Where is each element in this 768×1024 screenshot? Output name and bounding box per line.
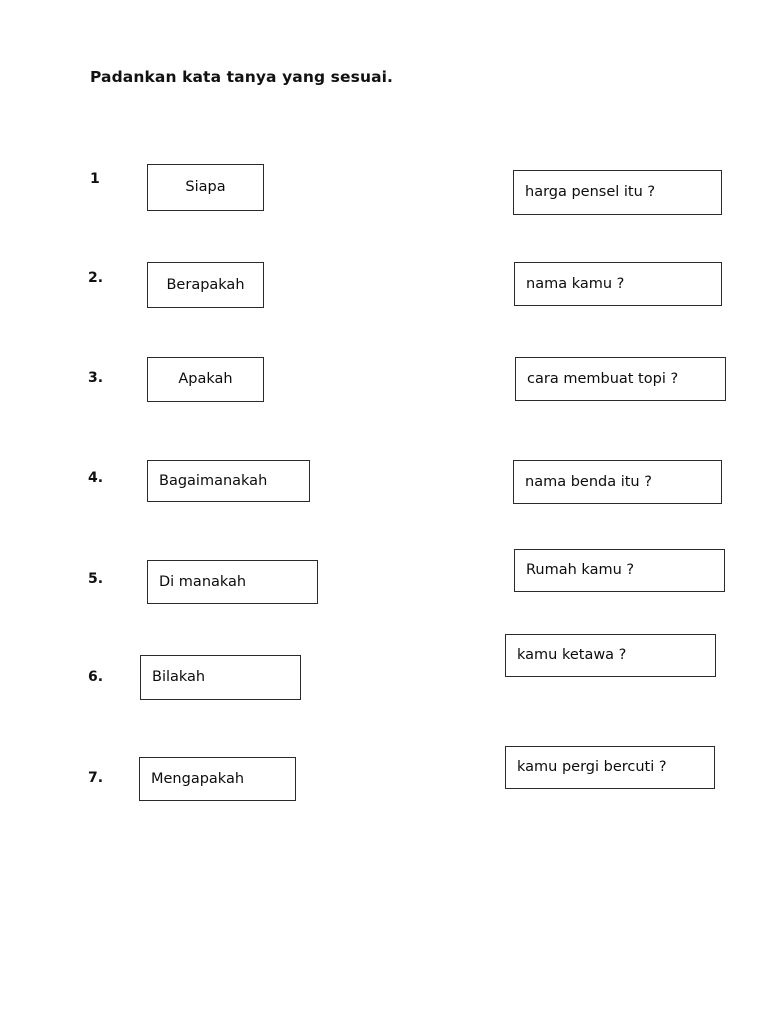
question-word-box-4[interactable]: Bagaimanakah (147, 460, 310, 502)
answer-phrase-box-7[interactable]: kamu pergi bercuti ? (505, 746, 715, 789)
question-word-box-6[interactable]: Bilakah (140, 655, 301, 700)
item-number-3: 3. (88, 370, 104, 386)
item-number-5: 5. (88, 571, 104, 587)
answer-phrase-box-6[interactable]: kamu ketawa ? (505, 634, 716, 677)
item-number-4: 4. (88, 470, 104, 486)
question-word-box-7[interactable]: Mengapakah (139, 757, 296, 801)
question-word-box-3[interactable]: Apakah (147, 357, 264, 402)
answer-phrase-box-1[interactable]: harga pensel itu ? (513, 170, 722, 215)
question-word-box-2[interactable]: Berapakah (147, 262, 264, 308)
item-number-6: 6. (88, 669, 104, 685)
item-number-2: 2. (88, 270, 104, 286)
answer-phrase-box-4[interactable]: nama benda itu ? (513, 460, 722, 504)
instruction-text: Padankan kata tanya yang sesuai. (90, 68, 394, 86)
question-word-box-5[interactable]: Di manakah (147, 560, 318, 604)
answer-phrase-box-3[interactable]: cara membuat topi ? (515, 357, 726, 401)
item-number-7: 7. (88, 770, 104, 786)
item-number-1: 1 (90, 171, 100, 187)
question-word-box-1[interactable]: Siapa (147, 164, 264, 211)
answer-phrase-box-5[interactable]: Rumah kamu ? (514, 549, 725, 592)
answer-phrase-box-2[interactable]: nama kamu ? (514, 262, 722, 306)
